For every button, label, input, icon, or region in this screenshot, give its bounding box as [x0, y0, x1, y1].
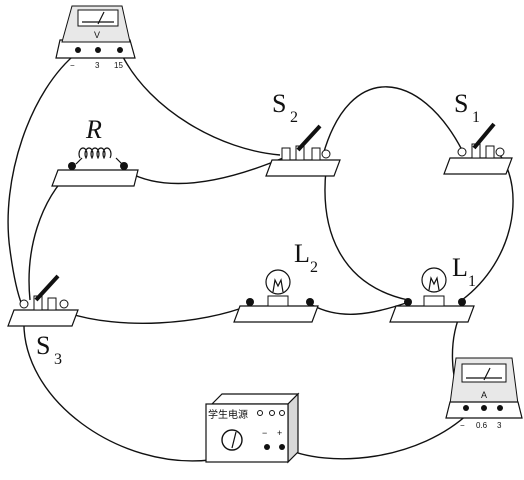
voltmeter-terminal-label-neg: −	[70, 61, 75, 70]
switch-s2-post-left	[281, 147, 291, 161]
power-supply-knob-pointer	[231, 431, 237, 449]
power-supply-indicator-2	[269, 410, 275, 416]
ammeter-terminal-label-06: 0.6	[476, 421, 488, 430]
ammeter-needle	[483, 367, 491, 381]
power-supply-terminal-minus	[264, 444, 270, 450]
ammeter-letter: A	[481, 390, 487, 400]
switch-s1-label: S	[454, 89, 468, 118]
switch-s3-base	[7, 309, 79, 327]
power-supply-knob	[221, 429, 243, 451]
lamp-l2-bulb	[265, 269, 291, 295]
lamp-l1-board	[389, 305, 475, 323]
lamp-l1-bulb	[421, 267, 447, 293]
power-supply-indicator-3	[279, 410, 285, 416]
lamp-l2-filament	[272, 278, 284, 293]
wire-s3-l2	[67, 304, 251, 324]
wire-voltmeter-s2	[121, 54, 281, 156]
resistor-lead-left	[75, 157, 83, 165]
switch-s2-base	[265, 159, 341, 177]
switch-s2-blade	[296, 124, 322, 152]
wire-r-s3	[28, 169, 73, 301]
switch-s3: S 3	[7, 274, 79, 368]
switch-s1-post-right	[485, 145, 495, 159]
resistor-lead-right	[115, 157, 123, 165]
voltmeter-terminal-label-15: 15	[114, 61, 123, 70]
switch-s3-label-sub: 3	[54, 351, 62, 368]
switch-s2-label-sub: 2	[290, 109, 298, 126]
resistor-label: R	[85, 115, 102, 144]
power-supply-label: 学生电源	[208, 408, 248, 421]
resistor-coil	[78, 147, 112, 160]
lamp-l1: L 1	[389, 253, 476, 323]
wire-voltmeter-s3	[7, 51, 79, 306]
switch-s1: S 1	[443, 89, 513, 175]
resistor-board	[51, 169, 139, 187]
power-supply-indicator-1	[257, 410, 263, 416]
switch-s2: S 2	[265, 89, 341, 177]
switch-s2-label: S	[272, 89, 286, 118]
switch-s1-blade	[472, 122, 496, 150]
power-supply: 学生电源 − +	[205, 392, 300, 464]
ammeter-terminal-neg	[463, 405, 469, 411]
ammeter-terminal-label-neg: −	[460, 421, 465, 430]
lamp-l2-terminal-right	[306, 298, 314, 306]
wire-r-s2	[127, 157, 284, 185]
lamp-l1-label-sub: 1	[468, 273, 476, 290]
ammeter: A − 0.6 3	[445, 357, 523, 430]
voltmeter-terminal-3	[95, 47, 101, 53]
switch-s2-terminal	[321, 149, 331, 159]
ammeter-terminal-3	[497, 405, 503, 411]
switch-s3-terminal-right	[59, 299, 69, 309]
resistor: R	[51, 115, 139, 187]
lamp-l2-label: L	[294, 239, 310, 268]
voltmeter-letter: V	[94, 30, 100, 40]
power-supply-minus-label: −	[262, 428, 267, 438]
switch-s3-terminal-left	[19, 299, 29, 309]
ammeter-terminal-label-3: 3	[497, 421, 502, 430]
lamp-l2-terminal-left	[246, 298, 254, 306]
voltmeter-terminal-15	[117, 47, 123, 53]
switch-s3-label: S	[36, 331, 50, 360]
voltmeter-needle	[97, 11, 105, 25]
switch-s1-terminal-right	[495, 147, 505, 157]
lamp-l1-socket	[423, 295, 445, 307]
lamp-l1-filament	[428, 276, 440, 291]
wire-l2-l1	[311, 302, 407, 315]
lamp-l2-socket	[267, 295, 289, 307]
switch-s3-post-right	[47, 297, 57, 311]
power-supply-terminal-plus	[279, 444, 285, 450]
wire-s2-s1	[322, 86, 463, 156]
wire-s2-l1	[324, 169, 409, 301]
switch-s1-label-sub: 1	[472, 109, 480, 126]
power-supply-plus-label: +	[277, 428, 282, 438]
lamp-l1-terminal-right	[458, 298, 466, 306]
lamp-l2-label-sub: 2	[310, 259, 318, 276]
voltmeter: V − 3 15	[55, 5, 136, 70]
switch-s1-base	[443, 157, 513, 175]
ammeter-terminal-06	[481, 405, 487, 411]
voltmeter-terminal-label-3: 3	[95, 61, 100, 70]
wire-psu-ammeter	[281, 411, 471, 460]
lamp-l1-terminal-left	[404, 298, 412, 306]
switch-s3-blade	[34, 274, 60, 302]
lamp-l1-label: L	[452, 253, 468, 282]
power-supply-side	[287, 392, 299, 464]
switch-s2-post-right	[311, 147, 321, 161]
resistor-terminal-left	[68, 162, 76, 170]
lamp-l2-board	[233, 305, 319, 323]
lamp-l2: L 2	[233, 239, 319, 323]
switch-s1-terminal-left	[457, 147, 467, 157]
voltmeter-terminal-neg	[75, 47, 81, 53]
power-supply-top	[210, 393, 300, 405]
